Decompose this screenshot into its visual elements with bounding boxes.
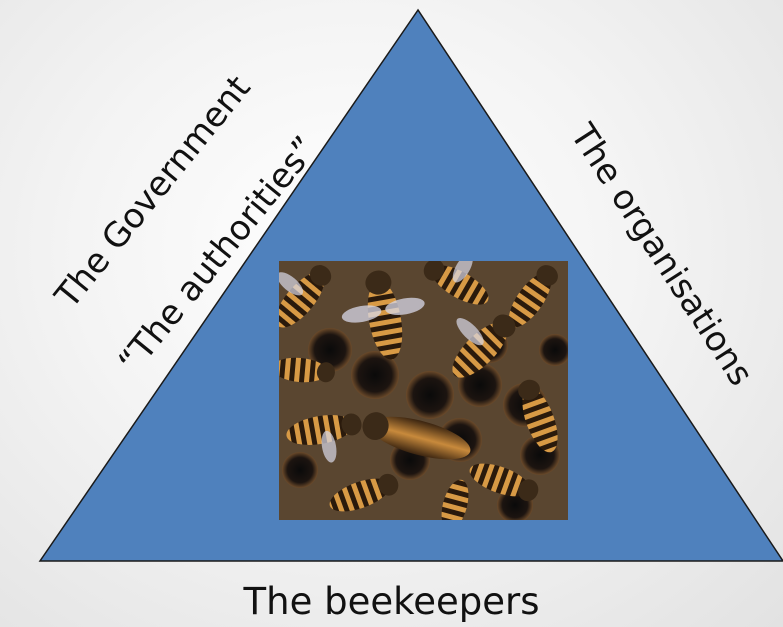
bees-cluster bbox=[279, 261, 558, 520]
bees-photo bbox=[279, 261, 568, 520]
queen-bee bbox=[362, 412, 471, 460]
label-beekeepers: The beekeepers bbox=[243, 580, 540, 623]
